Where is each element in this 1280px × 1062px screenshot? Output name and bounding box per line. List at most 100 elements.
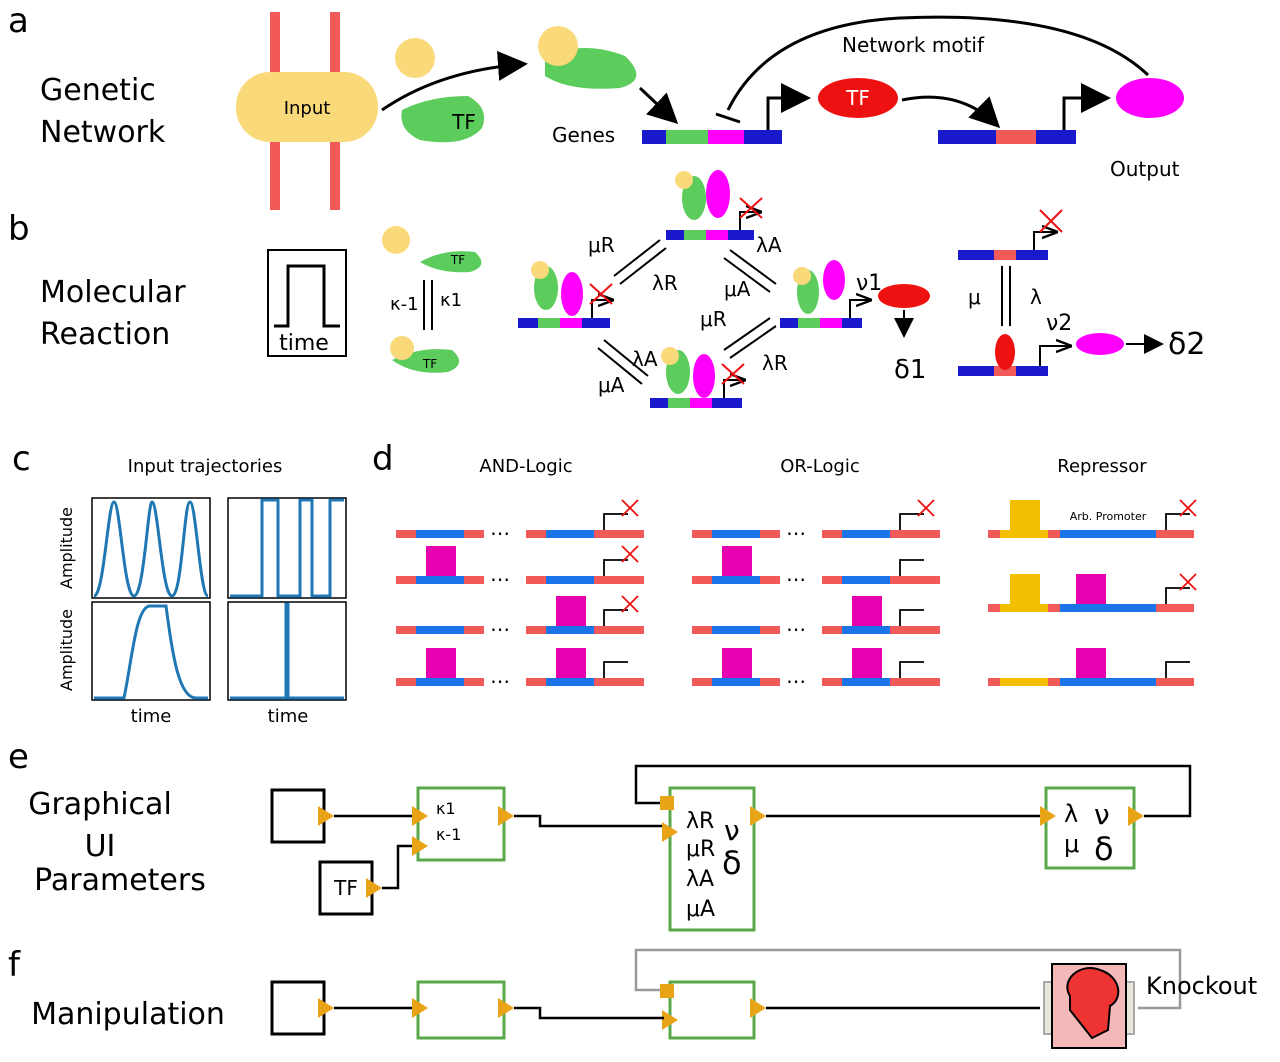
nu2-block-label: ν <box>1094 798 1110 831</box>
tf-protein <box>420 251 482 273</box>
output-port <box>750 806 766 826</box>
knockout-label: Knockout <box>1146 972 1257 1000</box>
logic-rows: ⋯⋯⋯⋯⋯⋯⋯⋯ <box>396 499 1197 693</box>
lambda-block-label: λ <box>1064 800 1078 828</box>
delta2-block-label: δ <box>1094 830 1114 868</box>
site-magenta <box>706 230 728 240</box>
ellipsis: ⋯ <box>786 669 806 693</box>
site-red <box>994 250 1016 260</box>
repression-bar <box>715 112 741 124</box>
binding-site <box>546 530 594 538</box>
output-port <box>750 998 766 1018</box>
output-label: Output <box>1110 157 1180 181</box>
mr-label: μR <box>686 837 715 862</box>
motif-label: Network motif <box>842 33 985 57</box>
nu-label: ν <box>724 814 740 847</box>
operator-site <box>1000 530 1048 538</box>
or-title: OR-Logic <box>780 456 860 477</box>
trajectory-pulse <box>94 604 208 700</box>
bound-repressor <box>706 170 730 218</box>
tf-label: TF <box>451 110 476 134</box>
source-block[interactable] <box>270 788 326 844</box>
output-port <box>318 806 334 826</box>
blocked-x-icon <box>1179 499 1197 517</box>
binding-site <box>416 576 464 584</box>
tf-to-gene2-arrow <box>901 95 1001 129</box>
promoter-arrow <box>739 212 760 230</box>
disabled-wires <box>634 948 1182 1010</box>
binding-block[interactable] <box>416 980 506 1040</box>
panel-b-title-line2: Reaction <box>40 317 170 352</box>
gene-block[interactable] <box>668 980 756 1040</box>
pulse-box <box>267 249 347 357</box>
promoter-arrow <box>723 380 744 398</box>
site-green <box>798 318 820 328</box>
km1-label: κ-1 <box>436 825 461 844</box>
mu-block-label: μ <box>1064 830 1079 858</box>
promoter-arrow <box>603 513 628 530</box>
output-protein <box>1076 333 1124 355</box>
bound-ligand <box>661 347 679 365</box>
complex-to-gene-arrow <box>638 86 679 125</box>
promoter-arrow <box>849 300 870 318</box>
binding-site <box>712 530 760 538</box>
repressor-block[interactable] <box>1044 786 1136 870</box>
promoter-site <box>1060 604 1156 612</box>
binding-arrow <box>381 50 528 112</box>
bound-ligand <box>793 267 811 285</box>
equilibrium-arrows <box>597 239 777 385</box>
promoter-arrow <box>1165 513 1190 530</box>
binding-site <box>546 626 594 634</box>
plot-frame <box>227 601 347 701</box>
binding-site <box>416 530 464 538</box>
blocked-x-icon <box>589 283 613 305</box>
gene-block[interactable] <box>668 786 756 932</box>
panel-f: f Manipulation Knockout <box>8 945 1257 1049</box>
mu-r-label: μR <box>588 233 615 257</box>
binding-site <box>546 678 594 686</box>
ellipsis: ⋯ <box>786 617 806 641</box>
plot-frame <box>227 497 347 599</box>
operator-site <box>1000 604 1048 612</box>
plot-frame <box>91 497 211 599</box>
nu2-label: ν2 <box>1046 311 1072 336</box>
binding-site <box>712 576 760 584</box>
panel-f-letter: f <box>8 945 21 985</box>
k1-label: κ1 <box>436 799 456 818</box>
binding-site <box>416 626 464 634</box>
k-minus-label: κ-1 <box>390 294 419 315</box>
output-protein <box>1116 78 1184 118</box>
input-port <box>662 822 678 842</box>
panel-c-title: Input trajectories <box>128 456 283 477</box>
output-port <box>366 878 382 898</box>
trajectory-spike <box>230 602 344 700</box>
tf2-label: TF <box>845 86 870 110</box>
input-port <box>412 806 428 826</box>
output-port <box>498 806 514 826</box>
binding-site <box>712 678 760 686</box>
binding-site <box>712 626 760 634</box>
lambda-r-label: λR <box>652 271 678 295</box>
feedback-port <box>660 796 674 810</box>
input-port <box>662 1010 678 1030</box>
site-green <box>668 398 690 408</box>
blocked-x-icon <box>739 197 763 219</box>
nu1-label: ν1 <box>856 271 882 296</box>
tf-source-block[interactable] <box>318 860 374 916</box>
panel-d: d AND-Logic OR-Logic Repressor ⋯⋯⋯⋯⋯⋯⋯⋯ … <box>372 439 1197 693</box>
mu-a-label: μA <box>724 277 751 301</box>
ligand-icon <box>382 226 410 254</box>
binding-block[interactable] <box>416 786 506 862</box>
promoter-arrow <box>766 83 811 130</box>
promoter-arrow <box>603 609 628 626</box>
la-label: λA <box>686 867 714 892</box>
tf-small-label-1: TF <box>450 253 465 267</box>
source-block[interactable] <box>270 980 326 1036</box>
promoter-arrow <box>1165 587 1190 604</box>
ellipsis: ⋯ <box>786 567 806 591</box>
tf-protein <box>401 96 485 143</box>
lr-label: λR <box>686 809 714 834</box>
blocked-x-icon <box>621 499 639 517</box>
xlabel-right: time <box>268 706 309 727</box>
genes-label: Genes <box>552 123 615 147</box>
